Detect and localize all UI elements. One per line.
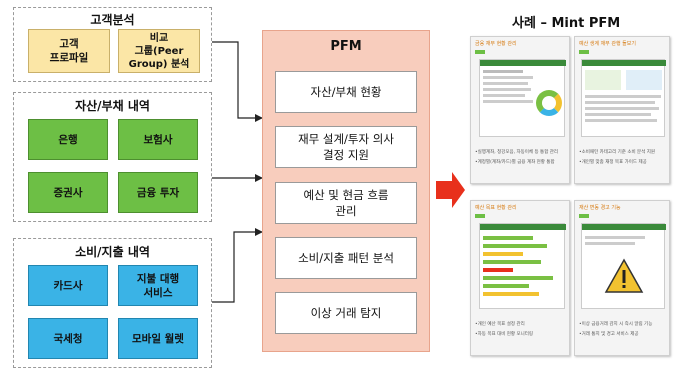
pfm-title: PFM (330, 39, 362, 54)
securities-box: 증권사 (28, 172, 108, 213)
customer-profile-box: 고객 프로파일 (28, 29, 110, 73)
mint-logo (475, 50, 485, 54)
bank-box: 은행 (28, 119, 108, 160)
card-company-box: 카드사 (28, 265, 108, 306)
customer-analysis-title: 고객분석 (90, 13, 135, 27)
peer-group-analysis-box: 비교 그룹(Peer Group) 분석 (118, 29, 200, 73)
screenshot-window (479, 59, 566, 137)
screenshot-caption: 금융 재무 현황 관리 (475, 41, 517, 47)
mint-screenshot-budget: 예산 생계 재무 관행 돌보기 •소비패턴 카테고리 기준 소비 분석 지원 •… (574, 36, 670, 184)
screenshot-bullet: •자동 목표 대비 현황 모니터링 (475, 332, 534, 337)
mint-logo (579, 214, 589, 218)
pfm-item-anomaly-detection: 이상 거래 탐지 (275, 292, 417, 334)
consumption-group: 소비/지출 내역 카드사 지불 대행 서비스 국세청 모바일 월렛 (13, 238, 212, 368)
assets-liabilities-group: 자산/부채 내역 은행 보험사 증권사 금융 투자 (13, 92, 212, 222)
red-arrow (436, 172, 465, 208)
consumption-title: 소비/지출 내역 (75, 245, 150, 259)
mint-screenshot-overview: 금융 재무 현황 관리 •실행계좌, 청강모음, 자동이체 등 통합 관리 •계… (470, 36, 570, 184)
screenshot-window (581, 59, 666, 137)
assets-liabilities-title: 자산/부채 내역 (75, 99, 150, 113)
pfm-panel: PFM 자산/부채 현황 재무 설계/투자 의사 결정 지원 예산 및 현금 흐… (262, 30, 430, 352)
screenshot-window (581, 223, 666, 309)
pfm-item-budget-cashflow: 예산 및 현금 흐름 관리 (275, 182, 417, 224)
screenshot-caption: 예산 목표 현황 관리 (475, 205, 517, 211)
insurance-box: 보험사 (118, 119, 198, 160)
screenshot-bullet: •거래 통지 및 경고 서비스 제공 (579, 332, 639, 337)
national-tax-service-box: 국세청 (28, 318, 108, 359)
financial-investment-box: 금융 투자 (118, 172, 198, 213)
screenshot-caption: 재산 변동 경고 기능 (579, 205, 621, 211)
screenshot-window (479, 223, 566, 309)
screenshot-bullet: •실행계좌, 청강모음, 자동이체 등 통합 관리 (475, 150, 559, 155)
connector-customer (212, 41, 263, 122)
donut-chart-icon (536, 90, 562, 116)
mobile-wallet-box: 모바일 월렛 (118, 318, 198, 359)
connector-consumption (212, 228, 263, 303)
screenshot-bullet: •이상 금융거래 감지 시 즉시 알림 기능 (579, 322, 653, 327)
screenshot-bullet: •계정별(계좌/카드)별 금융 계좌 현황 통합 (475, 160, 555, 165)
mint-logo (579, 50, 589, 54)
screenshot-bullet: •개인 예산 목표 설정 관리 (475, 322, 525, 327)
pfm-item-financial-planning: 재무 설계/투자 의사 결정 지원 (275, 126, 417, 168)
mint-screenshot-goals: 예산 목표 현황 관리 •개인 예산 목표 설정 관리 •자동 목표 대비 현황… (470, 200, 570, 356)
mint-pfm-title: 사례 – Mint PFM (512, 16, 621, 31)
screenshot-caption: 예산 생계 재무 관행 돌보기 (579, 41, 636, 47)
payment-agency-box: 지불 대행 서비스 (118, 265, 198, 306)
pfm-item-assets-status: 자산/부채 현황 (275, 71, 417, 113)
mint-screenshot-alerts: 재산 변동 경고 기능 •이상 금융거래 감지 시 즉시 알림 기능 •거래 통… (574, 200, 670, 356)
mint-logo (475, 214, 485, 218)
warning-icon (604, 258, 644, 293)
screenshot-bullet: •개인별 맞춤 재정 목표 가이드 제공 (579, 160, 647, 165)
screenshot-bullet: •소비패턴 카테고리 기준 소비 분석 지원 (579, 150, 656, 155)
pfm-item-spending-pattern: 소비/지출 패턴 분석 (275, 237, 417, 279)
customer-analysis-group: 고객분석 고객 프로파일 비교 그룹(Peer Group) 분석 (13, 7, 212, 82)
